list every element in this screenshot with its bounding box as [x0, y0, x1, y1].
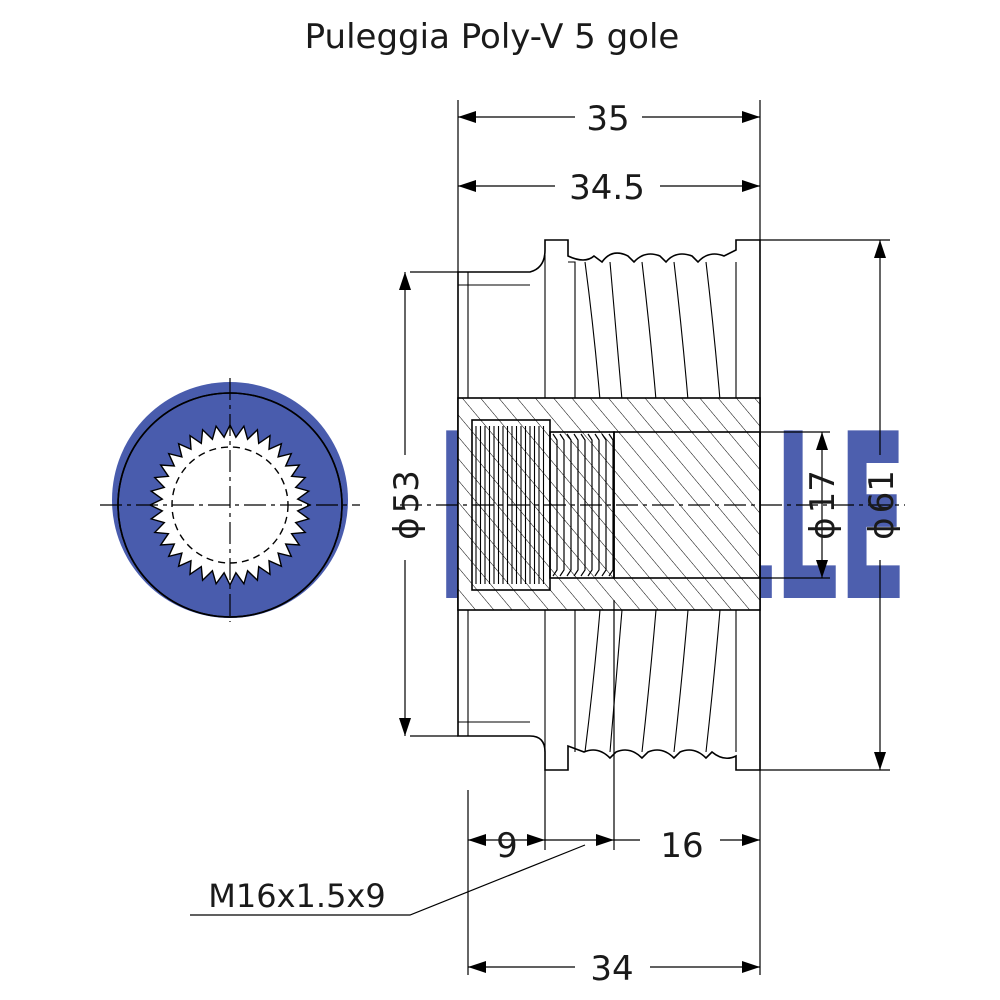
- dim-body-width: 34.5: [569, 168, 645, 208]
- poly-v-grooves-bottom: [544, 609, 737, 753]
- dim-pitch-diameter: ϕ61: [862, 470, 902, 540]
- thread-callout: M16x1.5x9: [208, 877, 385, 915]
- poly-v-grooves-top: [544, 255, 737, 401]
- dimension-lines: [190, 100, 890, 975]
- front-view: [100, 378, 360, 622]
- dim-hub-diameter: ϕ53: [387, 470, 427, 540]
- drawing-title: Puleggia Poly-V 5 gole: [305, 17, 680, 57]
- dim-bore-diameter: ϕ17: [803, 470, 843, 540]
- dim-bore-length: 16: [660, 826, 703, 866]
- dim-thread-length: 9: [496, 826, 518, 866]
- side-view: [400, 239, 905, 771]
- dim-overall-width: 35: [586, 99, 629, 139]
- dim-base-length: 34: [590, 949, 633, 989]
